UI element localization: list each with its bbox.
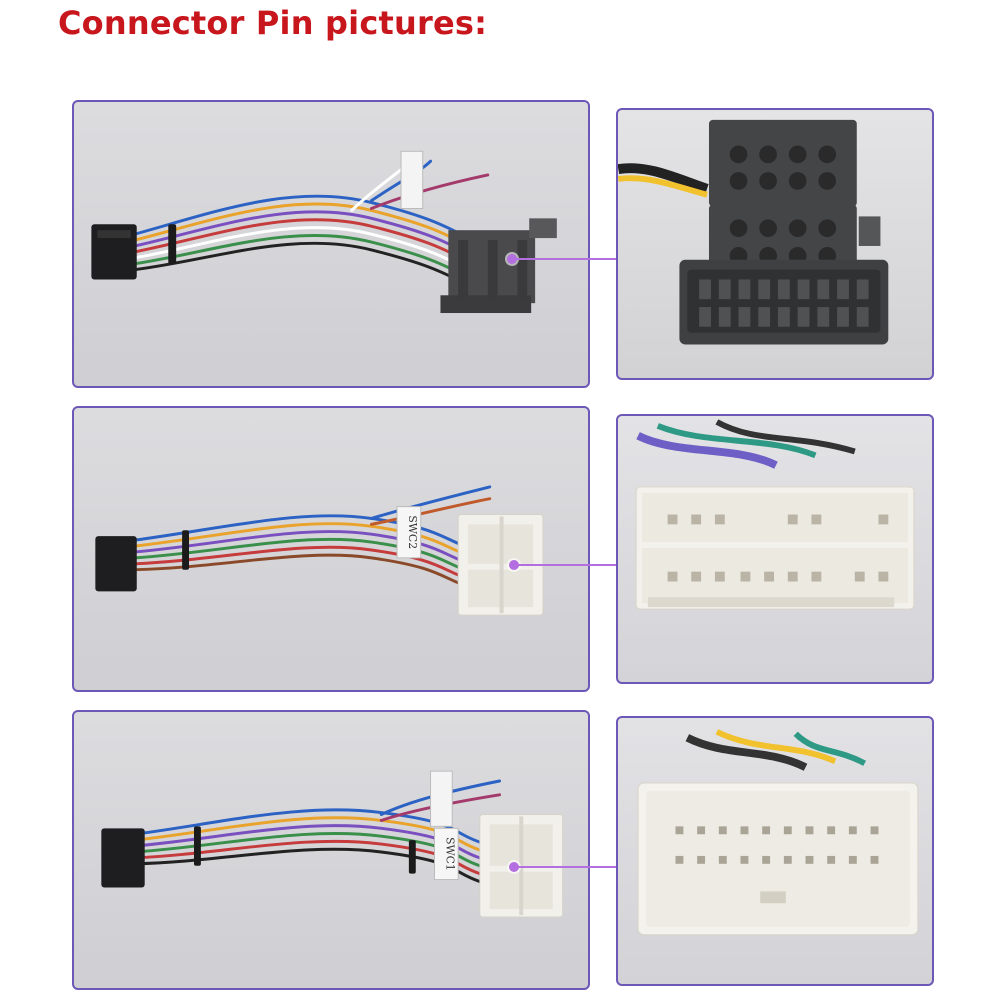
pointer-line-row3: [514, 866, 616, 868]
iso-pin-face: [618, 119, 889, 345]
connector-closeup-iso: [616, 108, 934, 380]
harness-photo-white-1: SWC2: [72, 406, 590, 692]
harness-photo-white-2: SWC1: [72, 710, 590, 990]
connector-closeup-white-2: [616, 716, 934, 986]
white-pin-face-1: [635, 419, 915, 610]
white-harness-illustration-2: SWC1: [101, 770, 564, 918]
white-pin-face-2: [637, 729, 919, 936]
pointer-line-row2: [514, 564, 616, 566]
swc1-tag-label: SWC1: [443, 837, 456, 871]
harness-photo-iso: [72, 100, 590, 388]
iso-harness-illustration: [91, 150, 557, 314]
swc2-tag-label: SWC2: [406, 515, 419, 549]
white-harness-illustration-1: SWC2: [95, 485, 544, 616]
pointer-line-row1: [512, 258, 616, 260]
page-title: Connector Pin pictures:: [58, 4, 488, 42]
connector-closeup-white-1: [616, 414, 934, 684]
